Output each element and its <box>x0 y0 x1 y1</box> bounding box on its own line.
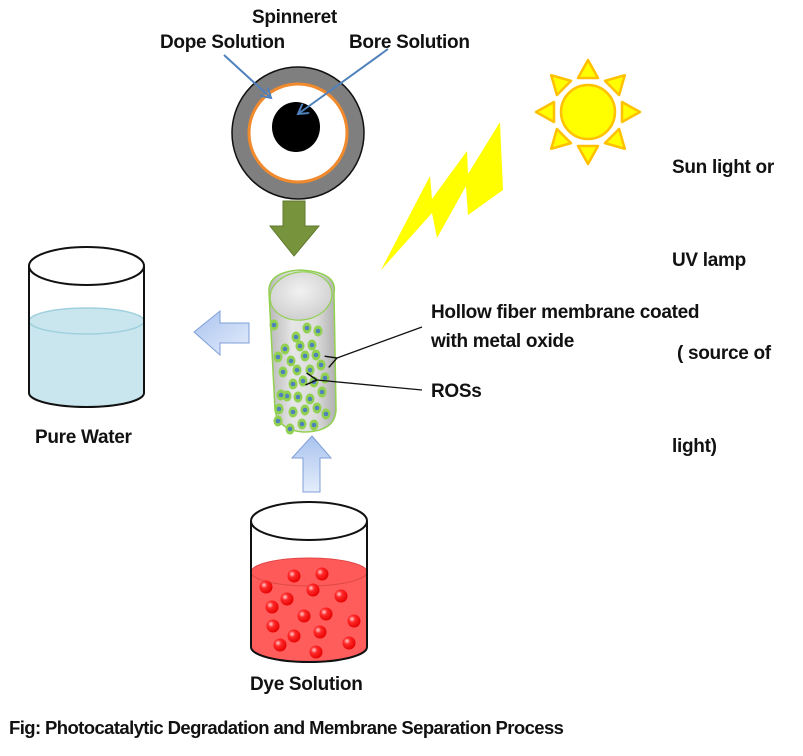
feed-up-arrow <box>290 435 333 493</box>
dye-particle <box>309 645 323 659</box>
spinning-down-arrow <box>268 200 321 257</box>
figure-caption: Fig: Photocatalytic Degradation and Memb… <box>9 717 564 738</box>
ros-particle <box>317 386 327 398</box>
ros-particle <box>309 376 319 388</box>
ros-particle <box>274 403 284 415</box>
pure-water-beaker <box>28 246 145 408</box>
dye-particle <box>273 638 287 652</box>
dye-particle <box>280 592 294 606</box>
dope-solution-label: Dope Solution <box>160 32 285 53</box>
dope-solution-pointer-arrow <box>223 54 271 98</box>
sun-ray <box>576 144 600 166</box>
ros-particle <box>285 423 295 435</box>
dye-particle <box>287 569 301 583</box>
dye-particle <box>287 629 301 643</box>
dye-particle <box>319 607 333 621</box>
ros-particle <box>292 364 302 376</box>
light-source-line: light) <box>672 436 717 457</box>
dye-particle <box>265 600 279 614</box>
ros-particle <box>305 393 315 405</box>
ros-particle <box>311 349 321 361</box>
ros-particle <box>288 378 298 390</box>
ros-particle <box>273 415 283 427</box>
bore-solution-label: Bore Solution <box>349 32 470 53</box>
ros-particle <box>307 339 317 351</box>
dye-particle <box>342 636 356 650</box>
spinneret <box>231 66 365 200</box>
ros-particle <box>300 350 310 362</box>
light-source-line: Sun light or <box>672 157 774 178</box>
ros-particle <box>278 366 288 378</box>
ros-particle <box>295 340 305 352</box>
ros-particle <box>313 325 323 337</box>
light-source-line: UV lamp <box>672 250 746 271</box>
ros-particle <box>286 355 296 367</box>
permeate-left-arrow <box>193 309 250 357</box>
sun-icon <box>534 58 642 166</box>
ros-label: ROSs <box>431 381 482 402</box>
ros-particle <box>312 402 322 414</box>
ros-particle <box>297 418 307 430</box>
ros-particle <box>309 419 319 431</box>
dye-solution-beaker <box>250 501 368 663</box>
dye-particle <box>334 589 348 603</box>
dye-particles <box>259 567 361 659</box>
ros-particle <box>320 372 330 384</box>
ros-particle <box>316 359 326 371</box>
ros-particle <box>298 375 308 387</box>
pure-water-label: Pure Water <box>35 427 132 448</box>
ros-pointer-arrow <box>317 380 423 391</box>
hollow-fiber-membrane <box>268 269 337 435</box>
sun-ray <box>620 100 642 124</box>
pure-water-surface <box>28 307 145 335</box>
ros-particle <box>269 319 279 331</box>
ros-particle <box>302 322 312 334</box>
sun-ray <box>534 100 556 124</box>
dye-particle <box>347 614 361 628</box>
ros-particle <box>305 364 315 376</box>
dye-particle <box>259 580 273 594</box>
hollow-fiber-line: Hollow fiber membrane coated <box>431 302 700 323</box>
hollow-fiber-line: with metal oxide <box>431 331 575 352</box>
dye-solution-label: Dye Solution <box>250 674 363 695</box>
beaker-rim <box>250 501 368 541</box>
fiber-opening <box>269 271 333 321</box>
beaker-rim <box>28 246 145 286</box>
hollow-fiber-pointer-arrow <box>337 326 423 358</box>
sun-ray <box>576 58 600 80</box>
dye-particle <box>313 625 327 639</box>
ros-particle <box>300 404 310 416</box>
dye-particle <box>306 583 320 597</box>
sun-ray <box>549 73 573 97</box>
lightning-bolt-icon <box>381 122 503 270</box>
beaker-wall <box>250 521 368 663</box>
ros-particle <box>288 406 298 418</box>
spinneret-label: Spinneret <box>252 7 337 28</box>
ros-particle <box>291 331 301 343</box>
light-source-label: Sun light or UV lamp ( source of light) <box>672 90 774 493</box>
dye-particle <box>297 609 311 623</box>
ros-particle <box>280 343 290 355</box>
bore-solution-pointer-arrow <box>298 48 389 114</box>
sun-ray <box>549 127 573 151</box>
dye-particle <box>266 619 280 633</box>
ros-particle <box>276 389 286 401</box>
ros-particle <box>293 391 303 403</box>
light-source-line: ( source of <box>672 343 771 364</box>
dye-particle <box>315 567 329 581</box>
ros-particle <box>273 351 283 363</box>
beaker-wall <box>28 266 145 408</box>
bore-solution-core <box>272 102 320 152</box>
hollow-fiber-label: Hollow fiber membrane coated with metal … <box>431 298 700 356</box>
ros-particle <box>321 408 331 420</box>
sun-ray <box>603 73 627 97</box>
sun-ray <box>603 127 627 151</box>
